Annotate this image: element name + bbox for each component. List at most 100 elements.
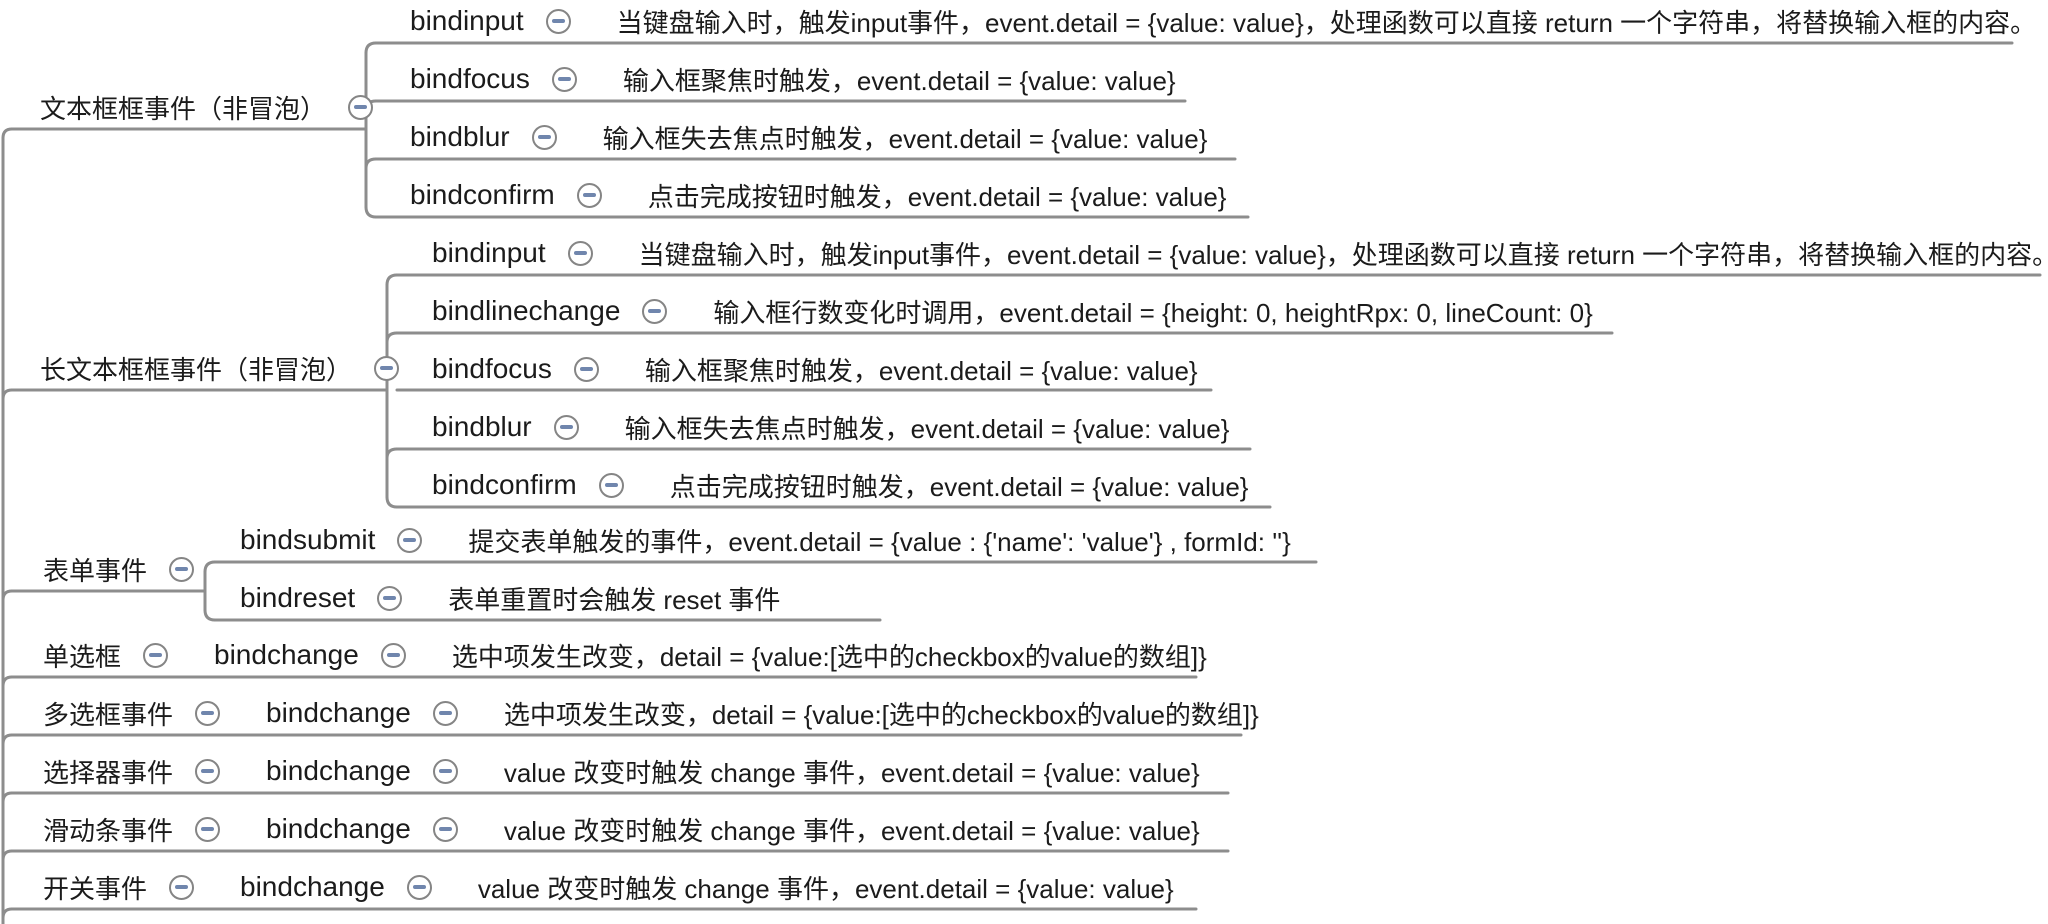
event-label: bindchange [240, 871, 385, 902]
collapse-icon[interactable] [567, 240, 593, 266]
collapse-icon[interactable] [531, 124, 557, 150]
node-bindinput[interactable]: bindinput 当键盘输入时，触发input事件，event.detail … [410, 1, 2036, 41]
node-switch-events[interactable]: 开关事件 bindchange value 改变时触发 change 事件，ev… [43, 867, 1174, 907]
minus-glyph [175, 885, 189, 889]
collapse-icon[interactable] [573, 356, 599, 382]
node-description: value 改变时触发 change 事件，event.detail = {va… [477, 873, 1174, 904]
collapse-icon[interactable] [545, 8, 571, 34]
minus-glyph [438, 827, 452, 831]
node-description: 当键盘输入时，触发input事件，event.detail = {value: … [638, 239, 2048, 270]
collapse-icon[interactable] [576, 182, 602, 208]
minus-glyph [380, 366, 394, 370]
minus-glyph [573, 251, 587, 255]
node-form-events[interactable]: 表单事件 [43, 549, 195, 589]
node-description: 选中项发生改变，detail = {value:[选中的checkbox的val… [451, 641, 1207, 672]
minus-glyph [201, 711, 215, 715]
node-description: 表单重置时会触发 reset 事件 [448, 584, 781, 615]
node-description: 点击完成按钮时触发，event.detail = {value: value} [647, 181, 1227, 212]
minus-glyph [201, 827, 215, 831]
collapse-icon[interactable] [432, 700, 458, 726]
minus-glyph [149, 653, 163, 657]
collapse-icon[interactable] [642, 298, 668, 324]
node-bindfocus[interactable]: bindfocus 输入框聚焦时触发，event.detail = {value… [410, 59, 1176, 99]
node-description: 点击完成按钮时触发，event.detail = {value: value} [669, 471, 1249, 502]
minus-glyph [557, 77, 571, 81]
event-label: bindchange [266, 697, 411, 728]
collapse-icon[interactable] [195, 700, 221, 726]
node-label: 多选框事件 [43, 699, 174, 730]
minus-glyph [201, 769, 215, 773]
minus-glyph [438, 769, 452, 773]
minus-glyph [537, 135, 551, 139]
node-bindfocus[interactable]: bindfocus 输入框聚焦时触发，event.detail = {value… [432, 349, 1198, 389]
node-label: bindfocus [410, 63, 530, 94]
collapse-icon[interactable] [374, 355, 400, 381]
node-radio-events[interactable]: 单选框 bindchange 选中项发生改变，detail = {value:[… [43, 635, 1207, 675]
minus-glyph [383, 596, 397, 600]
node-label: bindconfirm [432, 469, 577, 500]
node-description: 提交表单触发的事件，event.detail = {value : {'name… [468, 526, 1291, 557]
node-description: value 改变时触发 change 事件，event.detail = {va… [503, 757, 1200, 788]
collapse-icon[interactable] [348, 94, 374, 120]
node-label: 文本框框事件（非冒泡） [40, 93, 327, 124]
collapse-icon[interactable] [169, 874, 195, 900]
minus-glyph [648, 309, 662, 313]
node-description: 输入框行数变化时调用，event.detail = {height: 0, he… [713, 297, 1593, 328]
collapse-icon[interactable] [551, 66, 577, 92]
minus-glyph [403, 538, 417, 542]
node-textarea-events[interactable]: 长文本框框事件（非冒泡） [40, 348, 400, 388]
node-label: bindconfirm [410, 179, 555, 210]
node-bindconfirm[interactable]: bindconfirm 点击完成按钮时触发，event.detail = {va… [410, 175, 1226, 215]
node-label: bindreset [240, 582, 356, 613]
collapse-icon[interactable] [598, 472, 624, 498]
node-description: 当键盘输入时，触发input事件，event.detail = {value: … [616, 7, 2037, 38]
minus-glyph [354, 105, 368, 109]
minus-glyph [559, 425, 573, 429]
node-bindsubmit[interactable]: bindsubmit 提交表单触发的事件，event.detail = {val… [240, 520, 1291, 560]
node-description: 选中项发生改变，detail = {value:[选中的checkbox的val… [503, 699, 1259, 730]
node-label: bindblur [432, 411, 532, 442]
collapse-icon[interactable] [169, 556, 195, 582]
node-label: 表单事件 [43, 555, 148, 586]
node-bindblur[interactable]: bindblur 输入框失去焦点时触发，event.detail = {valu… [432, 407, 1229, 447]
minus-glyph [412, 885, 426, 889]
collapse-icon[interactable] [377, 585, 403, 611]
node-label: bindinput [410, 5, 524, 36]
event-label: bindchange [214, 639, 359, 670]
node-bindinput[interactable]: bindinput 当键盘输入时，触发input事件，event.detail … [432, 233, 2048, 273]
collapse-icon[interactable] [195, 758, 221, 784]
node-bindblur[interactable]: bindblur 输入框失去焦点时触发，event.detail = {valu… [410, 117, 1207, 157]
node-picker-events[interactable]: 选择器事件 bindchange value 改变时触发 change 事件，e… [43, 751, 1200, 791]
collapse-icon[interactable] [195, 816, 221, 842]
node-label: bindfocus [432, 353, 552, 384]
node-bindreset[interactable]: bindreset 表单重置时会触发 reset 事件 [240, 578, 780, 618]
node-label: 选择器事件 [43, 757, 174, 788]
node-label: bindblur [410, 121, 510, 152]
node-description: value 改变时触发 change 事件，event.detail = {va… [503, 815, 1200, 846]
node-textbox-events[interactable]: 文本框框事件（非冒泡） [40, 87, 374, 127]
minus-glyph [579, 367, 593, 371]
node-description: 输入框失去焦点时触发，event.detail = {value: value} [624, 413, 1230, 444]
collapse-icon[interactable] [553, 414, 579, 440]
node-label: 单选框 [43, 641, 122, 672]
minus-glyph [386, 653, 400, 657]
collapse-icon[interactable] [380, 642, 406, 668]
node-bindlinechange[interactable]: bindlinechange 输入框行数变化时调用，event.detail =… [432, 291, 1593, 331]
collapse-icon[interactable] [432, 758, 458, 784]
node-bindconfirm[interactable]: bindconfirm 点击完成按钮时触发，event.detail = {va… [432, 465, 1248, 505]
collapse-icon[interactable] [406, 874, 432, 900]
collapse-icon[interactable] [432, 816, 458, 842]
node-label: 开关事件 [43, 873, 148, 904]
node-slider-events[interactable]: 滑动条事件 bindchange value 改变时触发 change 事件，e… [43, 809, 1200, 849]
event-label: bindchange [266, 755, 411, 786]
minus-glyph [604, 483, 618, 487]
node-label: bindsubmit [240, 524, 376, 555]
collapse-icon[interactable] [397, 527, 423, 553]
collapse-icon[interactable] [143, 642, 169, 668]
minus-glyph [175, 567, 189, 571]
node-label: 长文本框框事件（非冒泡） [40, 354, 353, 385]
node-label: 滑动条事件 [43, 815, 174, 846]
node-label: bindlinechange [432, 295, 621, 326]
node-checkbox-events[interactable]: 多选框事件 bindchange 选中项发生改变，detail = {value… [43, 693, 1259, 733]
